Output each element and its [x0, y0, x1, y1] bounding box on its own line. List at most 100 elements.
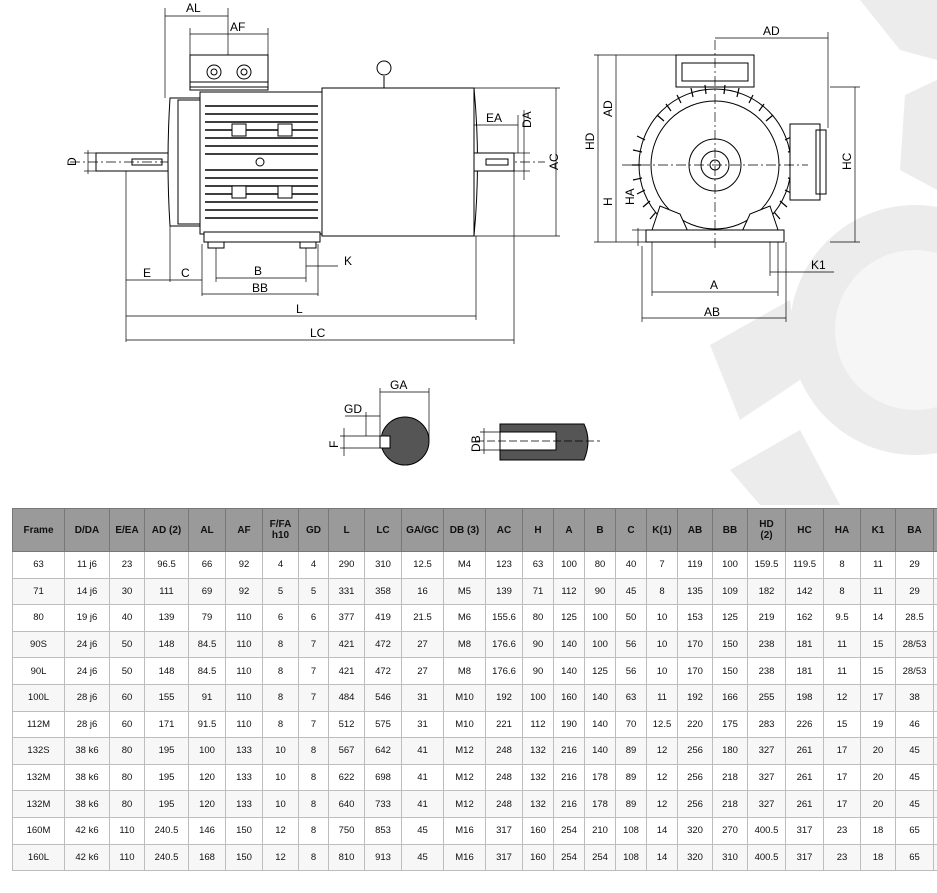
- table-cell: 160L: [12, 843, 65, 872]
- table-cell: 310: [364, 551, 402, 579]
- table-cell: 182: [747, 577, 786, 606]
- table-cell: 195: [144, 790, 189, 818]
- table-cell: 567: [328, 737, 365, 765]
- table-cell: 698: [364, 763, 402, 792]
- table-cell: M12: [443, 737, 486, 765]
- table-cell: 10: [262, 790, 299, 818]
- column-header: HA: [823, 508, 861, 552]
- table-cell: M16: [443, 816, 486, 845]
- table-cell: 76: [933, 816, 937, 845]
- table-cell: 170: [677, 657, 713, 685]
- table-cell: 254: [553, 816, 585, 845]
- label-AL: AL: [186, 1, 201, 15]
- table-cell: 248: [485, 737, 523, 765]
- table-cell: 41: [401, 790, 444, 818]
- table-cell: 90S: [12, 630, 65, 659]
- table-cell: 261: [785, 737, 824, 765]
- table-cell: 238: [747, 630, 786, 659]
- table-cell: 171: [144, 710, 189, 739]
- table-cell: M12: [443, 790, 486, 818]
- label-GD: GD: [344, 402, 362, 416]
- table-cell: 248: [485, 763, 523, 792]
- table-cell: 12: [262, 843, 299, 872]
- table-cell: 135: [677, 577, 713, 606]
- table-cell: 38 k6: [64, 790, 110, 818]
- table-cell: 24 j6: [64, 657, 110, 685]
- table-cell: 17: [823, 790, 861, 818]
- table-cell: 45: [895, 737, 934, 765]
- table-cell: 41: [401, 763, 444, 792]
- table-cell: 119.5: [785, 551, 824, 579]
- table-cell: 110: [225, 710, 263, 739]
- table-cell: 8: [823, 577, 861, 606]
- table-cell: 30: [933, 551, 937, 579]
- table-cell: 132S: [12, 737, 65, 765]
- table-cell: 256: [677, 763, 713, 792]
- table-cell: 8: [298, 843, 329, 872]
- table-cell: 29: [895, 577, 934, 606]
- table-cell: 110: [225, 604, 263, 632]
- table-cell: 327: [747, 790, 786, 818]
- table-cell: 91: [188, 683, 226, 712]
- column-header: B: [584, 508, 616, 552]
- table-cell: 90: [584, 577, 616, 606]
- table-cell: 100: [522, 683, 554, 712]
- table-cell: 642: [364, 737, 402, 765]
- label-BB: BB: [252, 281, 268, 295]
- table-cell: 913: [364, 843, 402, 872]
- label-K: K: [344, 254, 352, 268]
- table-cell: 132: [522, 737, 554, 765]
- table-cell: 400.5: [747, 816, 786, 845]
- table-cell: 28 j6: [64, 710, 110, 739]
- table-cell: 21.5: [401, 604, 444, 632]
- table-cell: 60: [109, 710, 145, 739]
- table-cell: 139: [485, 577, 523, 606]
- table-cell: 17: [823, 763, 861, 792]
- table-cell: 132M: [12, 790, 65, 818]
- table-cell: 50: [109, 657, 145, 685]
- table-cell: 7: [298, 657, 329, 685]
- table-cell: 70: [615, 710, 647, 739]
- table-cell: 175: [712, 710, 748, 739]
- table-cell: 14: [860, 604, 896, 632]
- label-E: E: [143, 266, 151, 280]
- label-B: B: [254, 264, 262, 278]
- table-cell: 14: [646, 843, 678, 872]
- column-header: K(1): [646, 508, 678, 552]
- label-AD-top: AD: [763, 24, 780, 38]
- table-cell: 44: [933, 683, 937, 712]
- table-cell: 139: [144, 604, 189, 632]
- table-cell: 377: [328, 604, 365, 632]
- table-cell: 155: [144, 683, 189, 712]
- table-cell: 622: [328, 763, 365, 792]
- table-cell: 12: [262, 816, 299, 845]
- table-cell: 12: [646, 737, 678, 765]
- table-cell: 160M: [12, 816, 65, 845]
- table-cell: 125: [712, 604, 748, 632]
- table-cell: M10: [443, 683, 486, 712]
- table-cell: 733: [364, 790, 402, 818]
- table-cell: 421: [328, 630, 365, 659]
- table-cell: 45: [401, 816, 444, 845]
- shaft-key-section: GA GD F: [327, 378, 430, 466]
- table-cell: 240.5: [144, 843, 189, 872]
- column-header: HC: [785, 508, 824, 552]
- table-cell: 100: [553, 551, 585, 579]
- table-cell: 8: [823, 551, 861, 579]
- table-cell: 148: [144, 657, 189, 685]
- table-cell: 358: [364, 577, 402, 606]
- label-C: C: [181, 266, 190, 280]
- table-cell: 150: [712, 630, 748, 659]
- table-cell: 218: [712, 763, 748, 792]
- table-cell: 132: [522, 790, 554, 818]
- table-cell: 79: [188, 604, 226, 632]
- table-cell: 240.5: [144, 816, 189, 845]
- table-cell: 153: [677, 604, 713, 632]
- table-cell: 12.5: [646, 710, 678, 739]
- label-AB: AB: [704, 305, 720, 319]
- table-cell: 123: [485, 551, 523, 579]
- column-header: AB: [677, 508, 713, 552]
